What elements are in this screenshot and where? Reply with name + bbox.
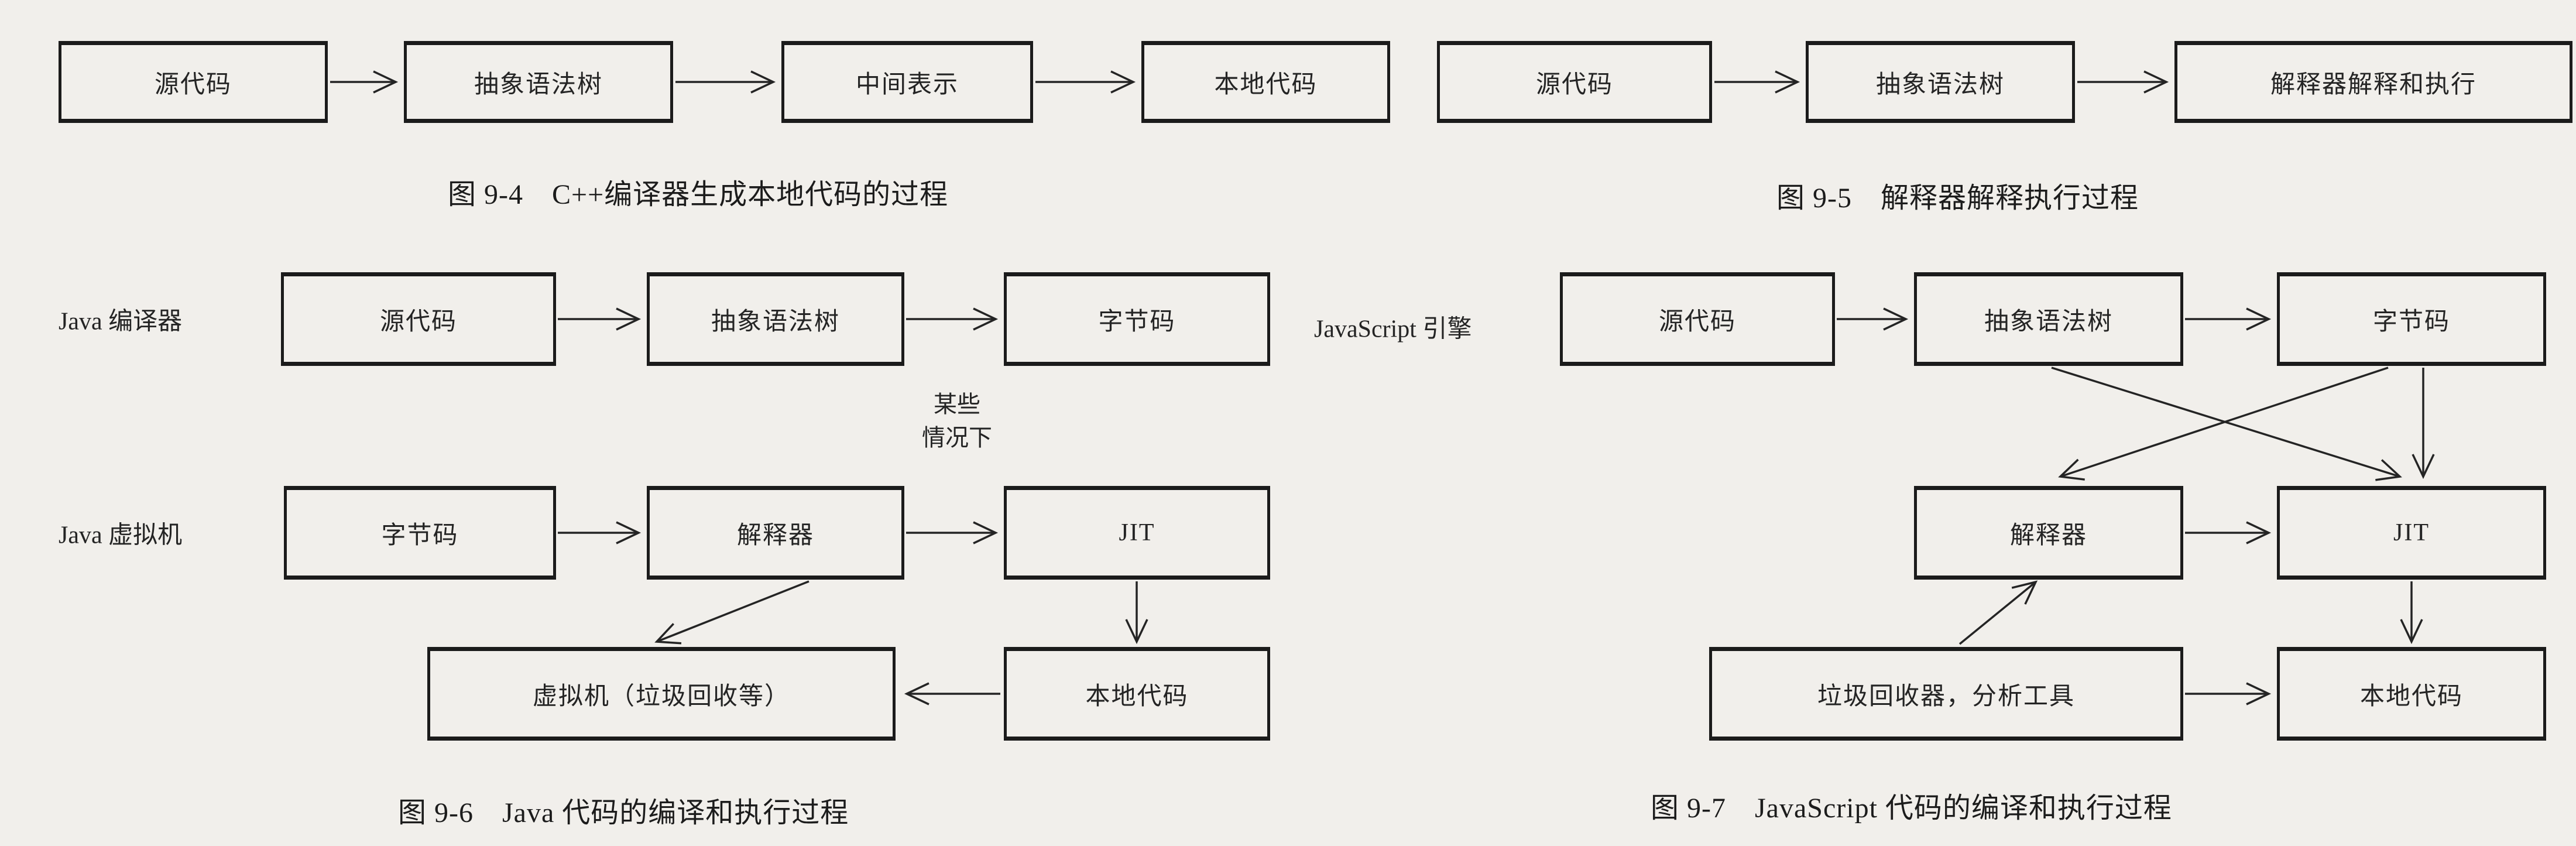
arrow-97-gc-int bbox=[1958, 580, 2038, 645]
node-js-ast: 抽象语法树 bbox=[1914, 272, 2183, 366]
node-int-source-code: 源代码 bbox=[1437, 41, 1712, 123]
arrow-97-bc-int bbox=[2058, 367, 2389, 481]
node-jvm-interpreter: 解释器 bbox=[647, 486, 904, 580]
node-js-jit: JIT bbox=[2277, 486, 2546, 580]
node-jvm-vm-gc: 虚拟机（垃圾回收等） bbox=[427, 647, 896, 741]
arrow-96-int-vm bbox=[654, 580, 809, 645]
annotation-line-1: 某些 bbox=[934, 391, 980, 417]
annotation-in-some-cases: 某些 情况下 bbox=[887, 388, 1027, 454]
node-java-source-code: 源代码 bbox=[281, 272, 556, 366]
node-cpp-source-code: 源代码 bbox=[59, 41, 328, 123]
node-cpp-ir: 中间表示 bbox=[781, 41, 1033, 123]
label-java-vm: Java 虚拟机 bbox=[59, 522, 183, 549]
node-js-interpreter: 解释器 bbox=[1914, 486, 2183, 580]
node-cpp-native-code: 本地代码 bbox=[1141, 41, 1390, 123]
arrow-97-ast-jit bbox=[2051, 367, 2402, 481]
label-java-compiler: Java 编译器 bbox=[59, 308, 183, 335]
caption-fig-9-6: 图 9-6 Java 代码的编译和执行过程 bbox=[398, 797, 849, 828]
label-javascript-engine: JavaScript 引擎 bbox=[1314, 316, 1472, 343]
node-jvm-bytecode: 字节码 bbox=[284, 486, 556, 580]
node-js-source-code: 源代码 bbox=[1560, 272, 1835, 366]
node-jvm-native-code: 本地代码 bbox=[1004, 647, 1270, 741]
node-int-interpret-exec: 解释器解释和执行 bbox=[2174, 41, 2572, 123]
caption-fig-9-7: 图 9-7 JavaScript 代码的编译和执行过程 bbox=[1651, 793, 2172, 824]
node-js-native-code: 本地代码 bbox=[2277, 647, 2546, 741]
node-java-bytecode-out: 字节码 bbox=[1004, 272, 1270, 366]
node-int-ast: 抽象语法树 bbox=[1806, 41, 2075, 123]
annotation-line-2: 情况下 bbox=[922, 424, 992, 451]
node-js-gc-profiler: 垃圾回收器，分析工具 bbox=[1709, 647, 2183, 741]
node-java-ast: 抽象语法树 bbox=[647, 272, 904, 366]
node-cpp-ast: 抽象语法树 bbox=[404, 41, 673, 123]
node-jvm-jit: JIT bbox=[1004, 486, 1270, 580]
caption-fig-9-5: 图 9-5 解释器解释执行过程 bbox=[1776, 183, 2139, 214]
node-js-bytecode: 字节码 bbox=[2277, 272, 2546, 366]
caption-fig-9-4: 图 9-4 C++编译器生成本地代码的过程 bbox=[448, 179, 949, 210]
